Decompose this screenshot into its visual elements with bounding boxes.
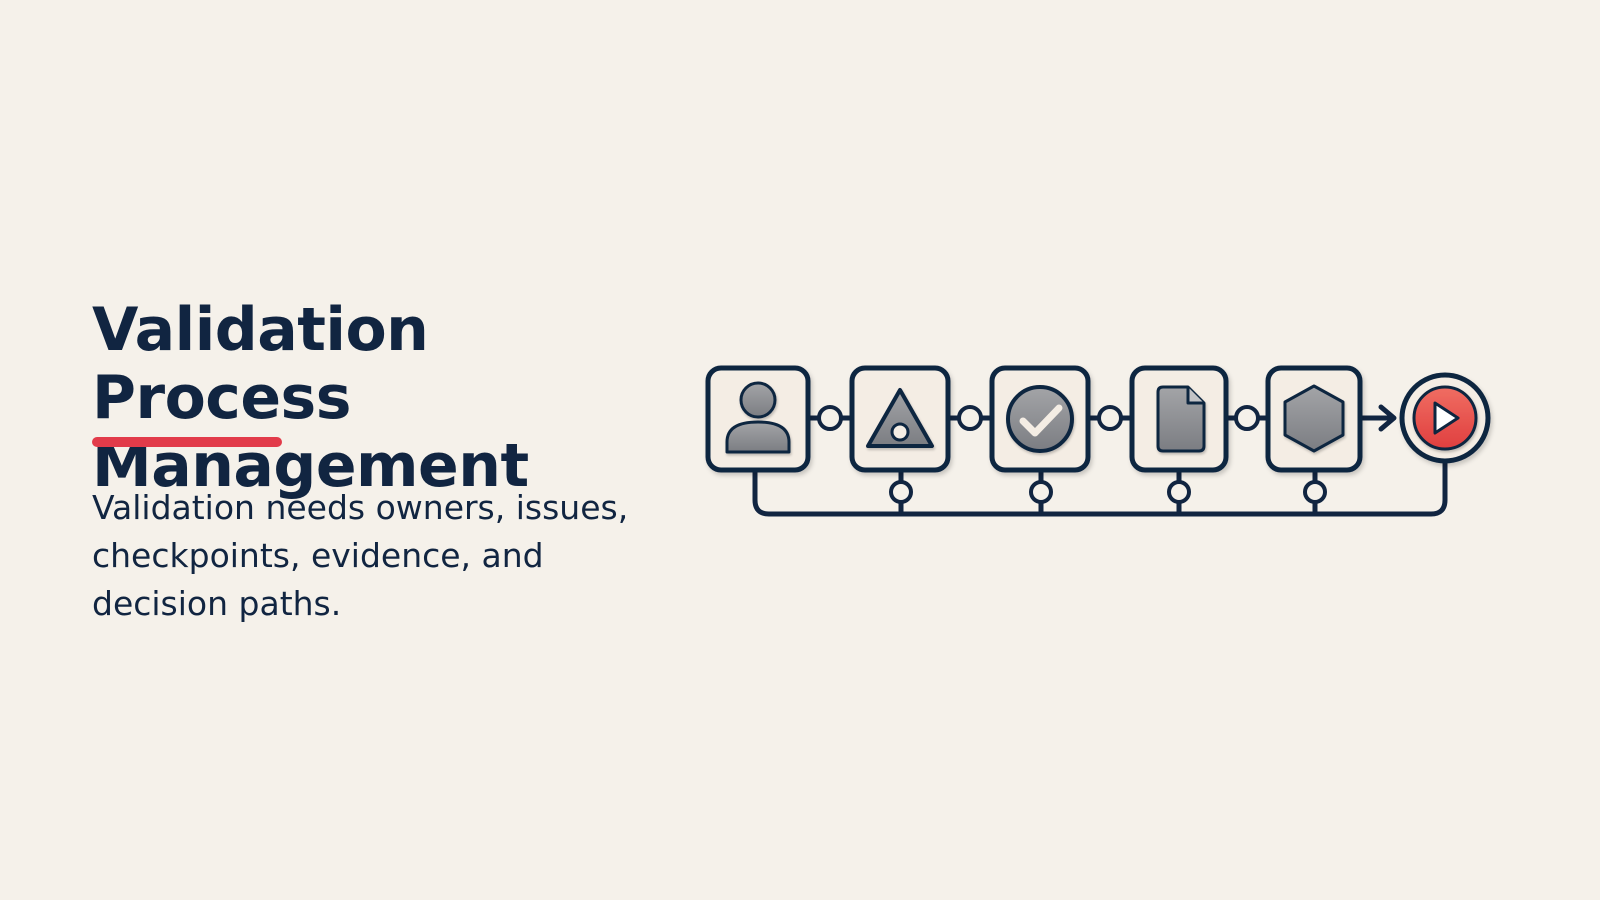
proceed-node (1399, 372, 1491, 464)
decision-node (1265, 365, 1363, 473)
process-flow-svg (705, 365, 1491, 517)
evidence-node (1129, 365, 1229, 473)
person-icon (725, 381, 791, 454)
owners-node (705, 365, 811, 473)
document-icon (1156, 385, 1206, 453)
decision-feedback-path (752, 457, 1448, 517)
warning-triangle-icon (866, 388, 934, 448)
connector-dot (957, 405, 983, 431)
issues-node (849, 365, 951, 473)
validation-process-diagram (700, 360, 1530, 540)
page-title: Validation Process Management (92, 295, 529, 501)
arrowhead-icon (1378, 404, 1397, 432)
connector-dot (1234, 405, 1260, 431)
connector-dot (817, 405, 843, 431)
feedback-connector-dot (1167, 480, 1191, 504)
flow-connectors (808, 404, 1397, 432)
play-icon (1412, 385, 1478, 451)
check-circle-icon (1006, 385, 1074, 453)
feedback-connector-dot (1029, 480, 1053, 504)
hexagon-icon (1283, 384, 1345, 453)
title-block: Validation Process Management (92, 296, 702, 500)
subtitle: Validation needs owners, issues, checkpo… (92, 488, 629, 623)
feedback-connector-dot (889, 480, 913, 504)
feedback-connector-dot (1303, 480, 1327, 504)
connector-dot (1097, 405, 1123, 431)
checkpoints-node (989, 365, 1091, 473)
title-accent-underline (92, 437, 282, 447)
